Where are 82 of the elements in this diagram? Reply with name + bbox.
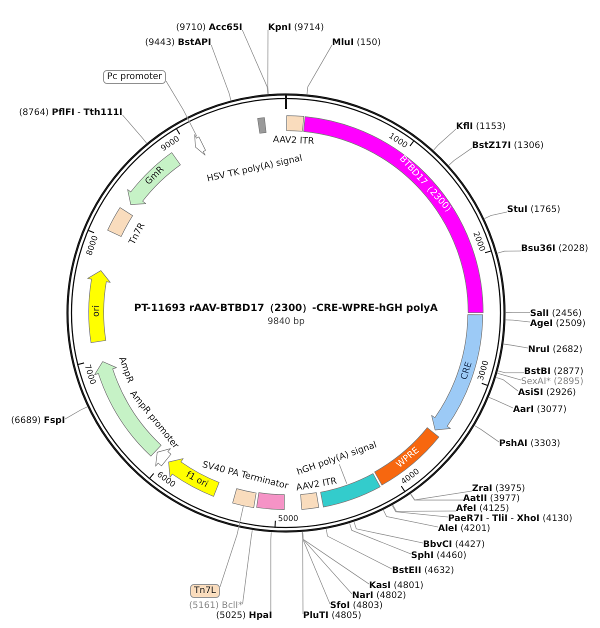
restriction-site-label: AfeI (4125): [456, 504, 510, 514]
feature-label: AAV2 ITR: [295, 476, 338, 494]
feature-label: AAV2 ITR: [273, 135, 315, 148]
leader-line: [354, 522, 424, 544]
plasmid-name: PT-11693 rAAV-BTBD17（2300）-CRE-WPRE-hGH polyA: [134, 303, 438, 315]
leader-line: [306, 44, 332, 95]
leader-line: [326, 528, 392, 570]
feature-label: ori: [91, 305, 102, 318]
restriction-site-label: SalI (2456): [530, 309, 582, 319]
feature-label: HSV TK poly(A) signal: [206, 154, 304, 185]
tick-label: 3000: [476, 359, 491, 382]
restriction-site-label: (6689) FspI: [11, 416, 66, 426]
leader-line: [220, 506, 244, 588]
leader-line: [474, 425, 500, 442]
restriction-site-label: AsiSI (2926): [518, 388, 576, 398]
leader-line: [267, 30, 269, 94]
restriction-site-label: BstEII (4632): [392, 566, 454, 576]
leader-line: [392, 505, 448, 518]
restriction-site-label: PluTI (4805): [303, 611, 362, 621]
leader-line: [410, 494, 464, 500]
restriction-site-label: (8764) PflFI - Tth111I: [19, 108, 123, 118]
restriction-site-label: KasI (4801): [369, 581, 424, 591]
restriction-site-label: SphI (4460): [411, 551, 466, 561]
tick-label: 2000: [470, 230, 486, 252]
leader-line: [498, 370, 524, 374]
restriction-site-label: KpnI (9714): [268, 23, 324, 33]
restriction-site-label: BstBI (2877): [524, 367, 584, 377]
restriction-site-label: BbvCI (4427): [423, 540, 485, 550]
feature-label: CRE: [459, 360, 474, 381]
leader-line: [122, 114, 147, 144]
restriction-site-label: SfoI (4803): [330, 601, 383, 611]
feature-label: f1 ori: [184, 470, 209, 490]
tick-label: 5000: [278, 514, 299, 524]
restriction-site-label: NruI (2682): [528, 345, 583, 355]
feature-callout: Pc promoter: [103, 70, 166, 84]
feature-label: AmpR: [116, 355, 135, 384]
leader-line: [242, 530, 253, 604]
leader-line: [302, 532, 370, 584]
leader-line: [383, 510, 438, 528]
restriction-site-label: NarI (4802): [352, 591, 406, 601]
leader-line: [302, 532, 304, 614]
restriction-site-label: AarI (3077): [513, 405, 567, 415]
restriction-site-label: Bsu36I (2028): [521, 244, 588, 254]
leader-line: [338, 464, 348, 484]
leader-line: [448, 148, 472, 166]
leader-line: [210, 44, 232, 101]
leader-line: [497, 250, 522, 254]
restriction-site-label: (5025) HpaI: [216, 611, 272, 621]
restriction-site-label: (9443) BstAPI: [145, 38, 212, 48]
leader-line: [503, 344, 528, 348]
leader-line: [392, 504, 456, 512]
restriction-site-label: BstZ17I (1306): [472, 141, 544, 151]
leader-line: [166, 80, 198, 137]
restriction-site-label: AatII (3977): [463, 494, 520, 504]
leader-line: [484, 212, 508, 220]
restriction-site-label: AgeI (2509): [530, 319, 586, 329]
leader-line: [505, 312, 530, 313]
tick-label: 7000: [82, 364, 98, 386]
leader-line: [349, 523, 412, 554]
restriction-site-label: (9710) Acc65I: [176, 23, 242, 33]
restriction-site-label: SexAI* (2895): [521, 377, 584, 387]
leader-line: [496, 377, 518, 392]
leader-line: [496, 372, 522, 380]
restriction-site-label: ZraI (3975): [472, 484, 526, 494]
tick-label: 8000: [84, 234, 100, 257]
leader-line: [488, 396, 514, 408]
plasmid-length: 9840 bp: [268, 317, 305, 327]
restriction-site-label: KflI (1153): [456, 122, 506, 132]
restriction-site-label: AleI (4201): [438, 524, 490, 534]
leader-line: [505, 319, 530, 322]
restriction-site-label: PaeR7I - TliI - XhoI (4130): [448, 514, 572, 524]
restriction-site-label: PshAI (3303): [499, 439, 560, 449]
leader-line: [433, 128, 456, 151]
leader-line: [242, 30, 268, 94]
feature-callout: Tn7L: [190, 584, 220, 598]
leader-line: [302, 532, 330, 604]
restriction-site-label: (5161) BclI*: [189, 601, 243, 611]
restriction-site-label: MluI (150): [332, 38, 381, 48]
leader-line: [410, 490, 472, 500]
restriction-site-label: StuI (1765): [507, 205, 560, 215]
leader-line: [64, 406, 88, 420]
leader-line: [270, 532, 272, 612]
